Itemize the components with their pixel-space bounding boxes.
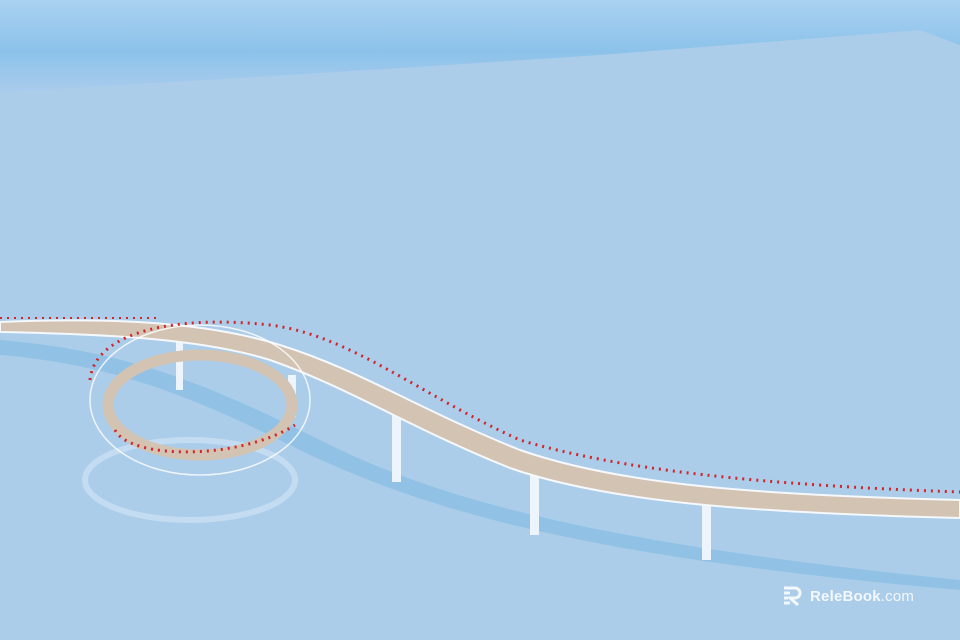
watermark-brand: ReleBook (810, 587, 881, 605)
bridge-deck (0, 319, 960, 520)
bridge-shadow (0, 340, 960, 590)
loop-shadow (82, 437, 298, 523)
watermark: ReleBook.com (782, 586, 914, 606)
relebook-logo-icon (784, 586, 802, 606)
watermark-domain: .com (880, 587, 915, 605)
loop-ramp (102, 349, 298, 461)
